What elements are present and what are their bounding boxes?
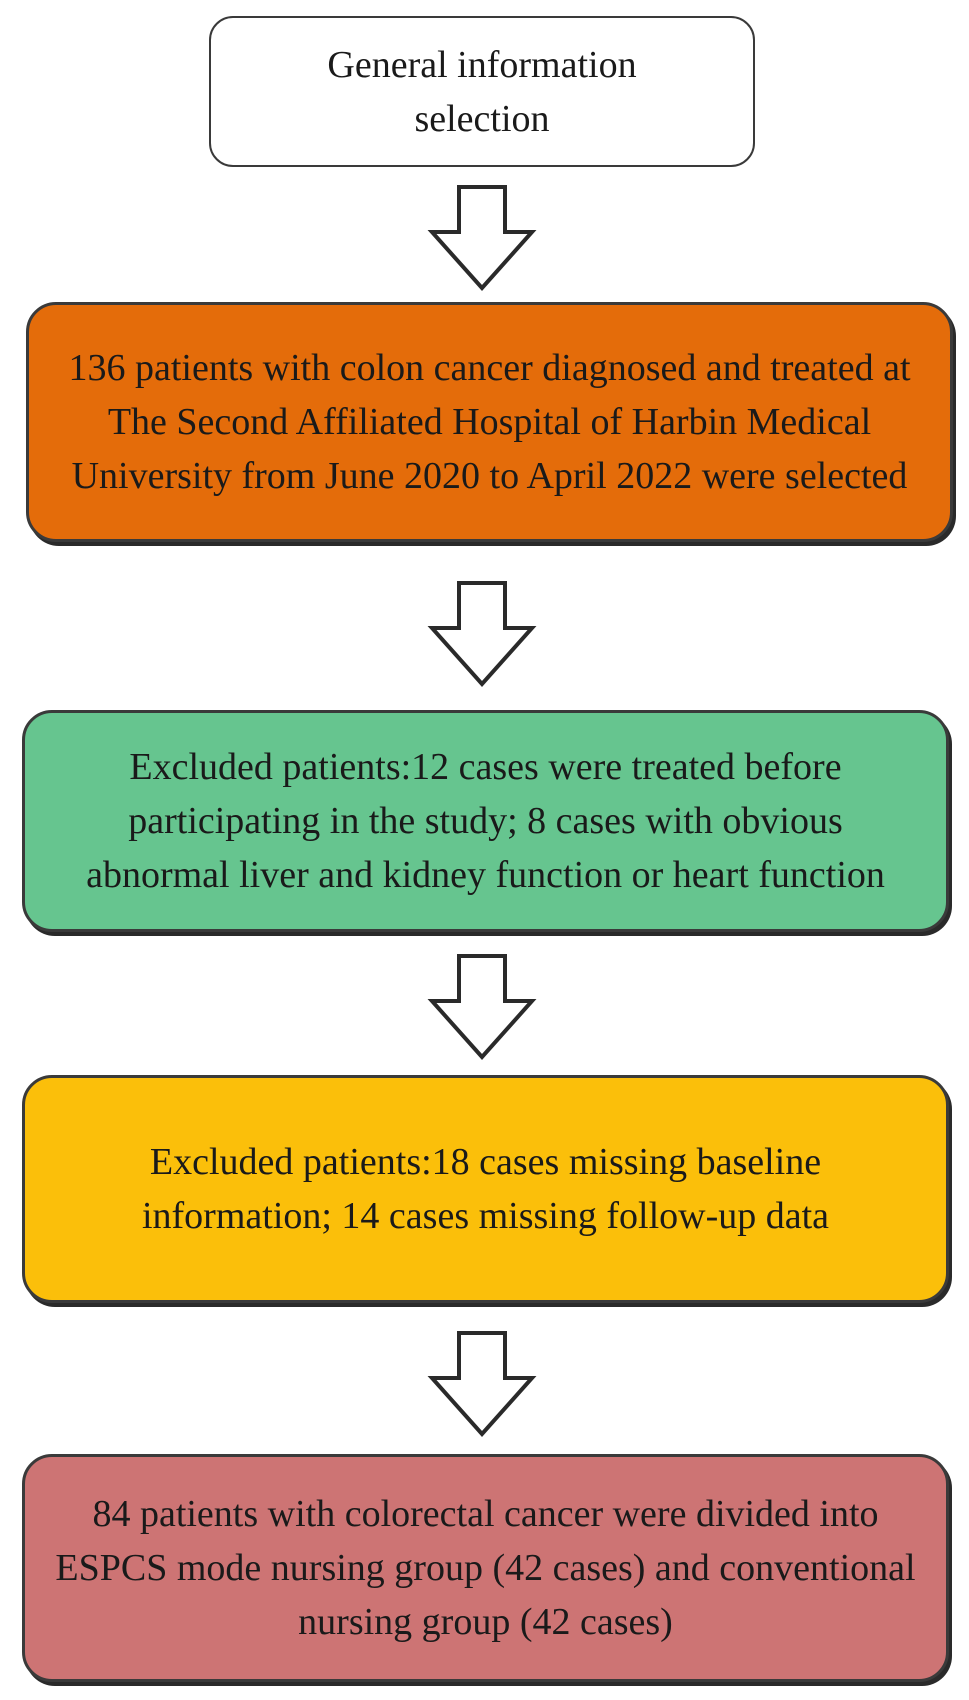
down-arrow-icon: [427, 580, 537, 690]
flow-box-text: Excluded patients:12 cases were treated …: [86, 746, 885, 896]
flow-box-final-groups: 84 patients with colorectal cancer were …: [22, 1454, 949, 1682]
flow-box-text: 84 patients with colorectal cancer were …: [55, 1493, 916, 1643]
flow-box-text: Excluded patients:18 cases missing basel…: [141, 1141, 830, 1237]
down-arrow-icon: [427, 953, 537, 1063]
flow-box-patients-selected: 136 patients with colon cancer diagnosed…: [26, 302, 953, 542]
flow-box-text: 136 patients with colon cancer diagnosed…: [68, 347, 911, 497]
flow-box-excluded-treated: Excluded patients:12 cases were treated …: [22, 710, 949, 932]
down-arrow-icon: [427, 1330, 537, 1440]
down-arrow-icon: [427, 184, 537, 294]
flow-box-excluded-missing: Excluded patients:18 cases missing basel…: [22, 1075, 949, 1303]
flow-box-text: General information selection: [327, 43, 637, 140]
flow-box-general-information: General information selection: [209, 16, 755, 167]
